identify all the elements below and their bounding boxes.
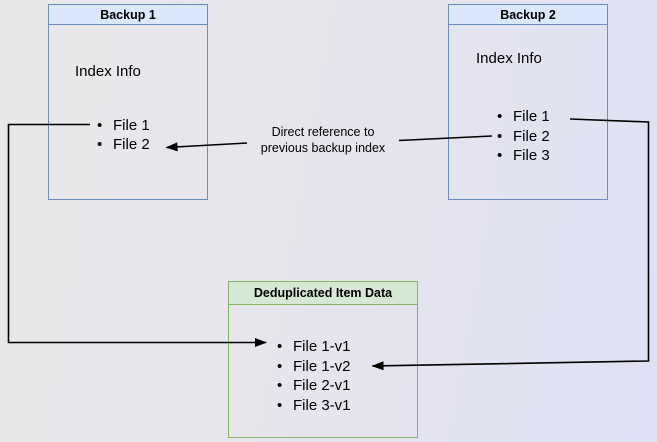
list-item: • File 2 (497, 127, 550, 147)
edge-label-line2: previous backup index (260, 140, 386, 155)
bullet-icon: • (497, 127, 503, 145)
edge-label-line1: Direct reference to (271, 125, 375, 139)
bullet-icon: • (277, 338, 283, 355)
backup1-title: Backup 1 (100, 7, 156, 22)
backup1-header: Backup 1 (49, 5, 207, 25)
file-label: File 1-v1 (293, 338, 351, 355)
dedup-file-list: • File 1-v1 • File 1-v2 • File 2-v1 • Fi… (277, 337, 351, 416)
dedup-box: Deduplicated Item Data (228, 281, 418, 438)
file-label: File 2-v1 (293, 377, 351, 395)
file-label: File 2 (113, 136, 150, 153)
file-label: File 1-v2 (293, 357, 351, 375)
backup1-box: Backup 1 (48, 4, 208, 200)
backup1-index-info-label: Index Info (75, 63, 141, 80)
backup2-index-info-label: Index Info (476, 50, 542, 67)
backup2-title: Backup 2 (500, 7, 556, 22)
direct-reference-edge-label: Direct reference to previous backup inde… (238, 125, 408, 156)
bullet-icon: • (497, 108, 503, 125)
list-item: • File 3 (497, 146, 550, 166)
file-label: File 3 (513, 147, 550, 164)
bullet-icon: • (277, 397, 283, 415)
list-item: • File 3-v1 (277, 396, 351, 416)
backup2-header: Backup 2 (449, 5, 607, 25)
file-label: File 1 (113, 117, 150, 134)
file-label: File 2 (513, 127, 550, 145)
list-item: • File 1-v2 (277, 357, 351, 377)
bullet-icon: • (97, 136, 103, 153)
bullet-icon: • (277, 357, 283, 375)
dedup-title: Deduplicated Item Data (253, 286, 393, 300)
bullet-icon: • (277, 377, 283, 395)
file-label: File 1 (513, 108, 550, 125)
bullet-icon: • (97, 117, 103, 134)
dedup-header: Deduplicated Item Data (229, 282, 417, 305)
backup2-box: Backup 2 (448, 4, 608, 200)
bullet-icon: • (497, 147, 503, 164)
file-label: File 3-v1 (293, 397, 351, 415)
backup2-file-list: • File 1 • File 2 • File 3 (497, 107, 550, 166)
list-item: • File 1 (497, 107, 550, 127)
list-item: • File 1 (97, 116, 150, 135)
list-item: • File 2-v1 (277, 376, 351, 396)
backup1-file-list: • File 1 • File 2 (97, 116, 150, 154)
list-item: • File 1-v1 (277, 337, 351, 357)
list-item: • File 2 (97, 135, 150, 154)
